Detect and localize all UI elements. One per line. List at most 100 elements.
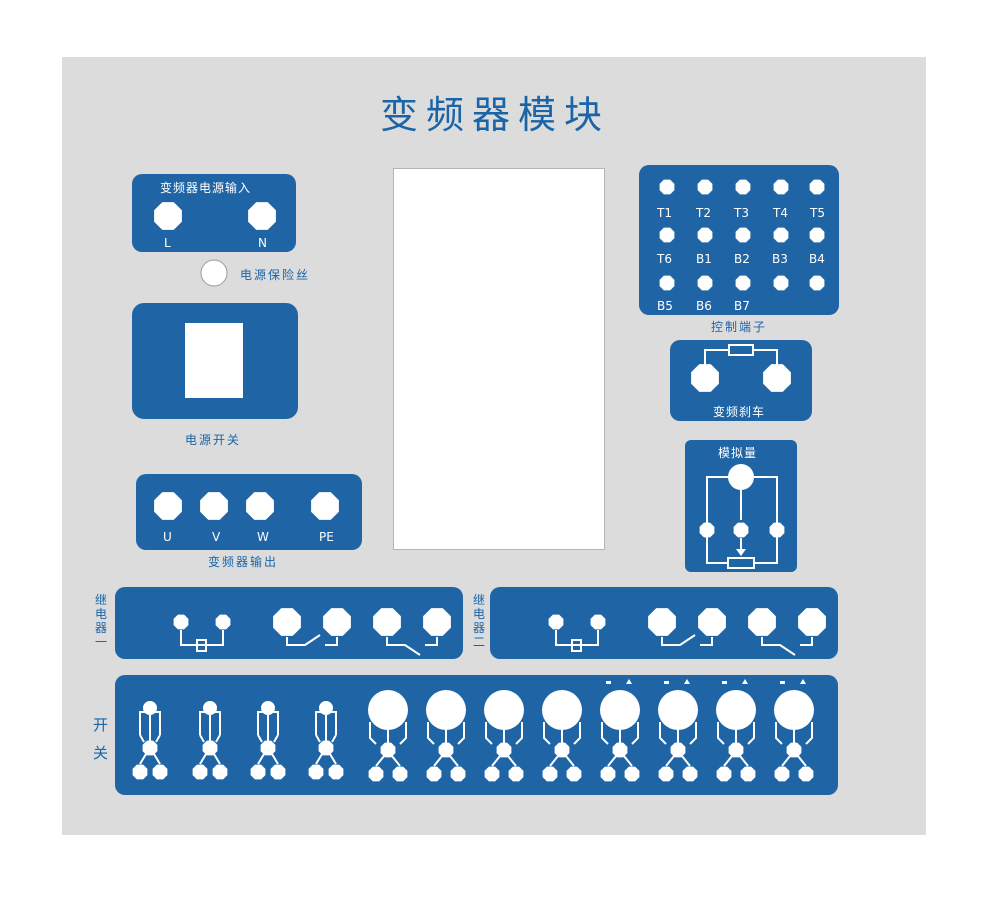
terminal-jack-157[interactable] [774, 690, 814, 730]
wire-150 [717, 722, 725, 745]
terminal-jack-10[interactable] [809, 179, 825, 195]
power-switch-rocker[interactable] [185, 323, 243, 398]
terminal-jack-12[interactable] [697, 227, 713, 243]
terminal-jack-69[interactable] [202, 740, 218, 756]
terminal-jack-20[interactable] [809, 275, 825, 291]
wire-38 [325, 637, 338, 646]
terminal-jack-19[interactable] [773, 275, 789, 291]
terminal-jack-51[interactable] [798, 608, 826, 636]
relay-2-label: 继电器二 [472, 593, 485, 649]
terminal-jack-39[interactable] [373, 608, 401, 636]
terminal-jack-99[interactable] [368, 766, 384, 782]
terminal-jack-24[interactable] [728, 464, 754, 490]
terminal-jack-5[interactable] [311, 492, 339, 520]
terminal-jack-130[interactable] [600, 690, 640, 730]
terminal-jack-100[interactable] [392, 766, 408, 782]
power-switch-label: 电源开关 [185, 433, 242, 447]
terminal-jack-161[interactable] [786, 742, 802, 758]
terminal-jack-152[interactable] [728, 742, 744, 758]
wire-56 [139, 711, 161, 735]
fuse-holder[interactable] [200, 259, 228, 287]
terminal-jack-126[interactable] [542, 766, 558, 782]
terminal-jack-61[interactable] [152, 764, 168, 780]
terminal-jack-33[interactable] [215, 614, 231, 630]
wire-119 [491, 755, 501, 767]
terminal-jack-89[interactable] [318, 740, 334, 756]
terminal-label-u: U [163, 530, 172, 544]
terminal-jack-18[interactable] [735, 275, 751, 291]
terminal-jack-32[interactable] [173, 614, 189, 630]
terminal-jack-153[interactable] [716, 766, 732, 782]
terminal-jack-13[interactable] [735, 227, 751, 243]
terminal-jack-163[interactable] [798, 766, 814, 782]
terminal-jack-46[interactable] [648, 608, 676, 636]
terminal-jack-143[interactable] [670, 742, 686, 758]
terminal-jack-4[interactable] [246, 492, 274, 520]
terminal-jack-98[interactable] [380, 742, 396, 758]
terminal-jack-40[interactable] [423, 608, 451, 636]
terminal-jack-23[interactable] [763, 364, 791, 392]
wire-41 [386, 637, 421, 656]
terminal-jack-103[interactable] [426, 690, 466, 730]
terminal-jack-116[interactable] [496, 742, 512, 758]
terminal-jack-154[interactable] [740, 766, 756, 782]
terminal-jack-107[interactable] [438, 742, 454, 758]
terminal-jack-118[interactable] [508, 766, 524, 782]
terminal-jack-121[interactable] [542, 690, 582, 730]
terminal-jack-15[interactable] [809, 227, 825, 243]
terminal-jack-17[interactable] [697, 275, 713, 291]
terminal-label-v: V [212, 530, 221, 544]
terminal-jack-50[interactable] [748, 608, 776, 636]
terminal-jack-112[interactable] [484, 690, 524, 730]
terminal-jack-7[interactable] [697, 179, 713, 195]
terminal-jack-35[interactable] [273, 608, 301, 636]
terminal-jack-90[interactable] [308, 764, 324, 780]
terminal-jack-3[interactable] [200, 492, 228, 520]
terminal-label-t2: T2 [696, 206, 711, 220]
terminal-jack-127[interactable] [566, 766, 582, 782]
terminal-jack-43[interactable] [548, 614, 564, 630]
terminal-jack-0[interactable] [154, 202, 182, 230]
terminal-jack-6[interactable] [659, 179, 675, 195]
wire-133 [631, 722, 639, 745]
terminal-jack-1[interactable] [248, 202, 276, 230]
terminal-jack-16[interactable] [659, 275, 675, 291]
terminal-jack-70[interactable] [192, 764, 208, 780]
terminal-jack-125[interactable] [554, 742, 570, 758]
terminal-jack-91[interactable] [328, 764, 344, 780]
terminal-jack-162[interactable] [774, 766, 790, 782]
terminal-jack-29[interactable] [699, 522, 715, 538]
terminal-jack-22[interactable] [691, 364, 719, 392]
terminal-jack-44[interactable] [590, 614, 606, 630]
control-terminal-label: 控制端子 [711, 320, 768, 334]
terminal-jack-94[interactable] [368, 690, 408, 730]
terminal-jack-59[interactable] [142, 740, 158, 756]
terminal-jack-71[interactable] [212, 764, 228, 780]
terminal-jack-8[interactable] [735, 179, 751, 195]
terminal-jack-31[interactable] [769, 522, 785, 538]
terminal-jack-80[interactable] [250, 764, 266, 780]
terminal-jack-109[interactable] [450, 766, 466, 782]
terminal-jack-2[interactable] [154, 492, 182, 520]
terminal-jack-145[interactable] [682, 766, 698, 782]
terminal-jack-9[interactable] [773, 179, 789, 195]
terminal-jack-108[interactable] [426, 766, 442, 782]
terminal-jack-134[interactable] [612, 742, 628, 758]
terminal-jack-30[interactable] [733, 522, 749, 538]
terminal-jack-144[interactable] [658, 766, 674, 782]
terminal-jack-136[interactable] [624, 766, 640, 782]
terminal-jack-81[interactable] [270, 764, 286, 780]
terminal-jack-47[interactable] [698, 608, 726, 636]
wire-27 [754, 476, 778, 564]
terminal-jack-36[interactable] [323, 608, 351, 636]
terminal-label-b4: B4 [809, 252, 825, 266]
terminal-jack-60[interactable] [132, 764, 148, 780]
terminal-jack-135[interactable] [600, 766, 616, 782]
terminal-jack-139[interactable] [658, 690, 698, 730]
terminal-jack-14[interactable] [773, 227, 789, 243]
terminal-jack-79[interactable] [260, 740, 276, 756]
terminal-jack-11[interactable] [659, 227, 675, 243]
terminal-jack-117[interactable] [484, 766, 500, 782]
terminal-jack-148[interactable] [716, 690, 756, 730]
terminal-label-l: L [164, 236, 171, 250]
